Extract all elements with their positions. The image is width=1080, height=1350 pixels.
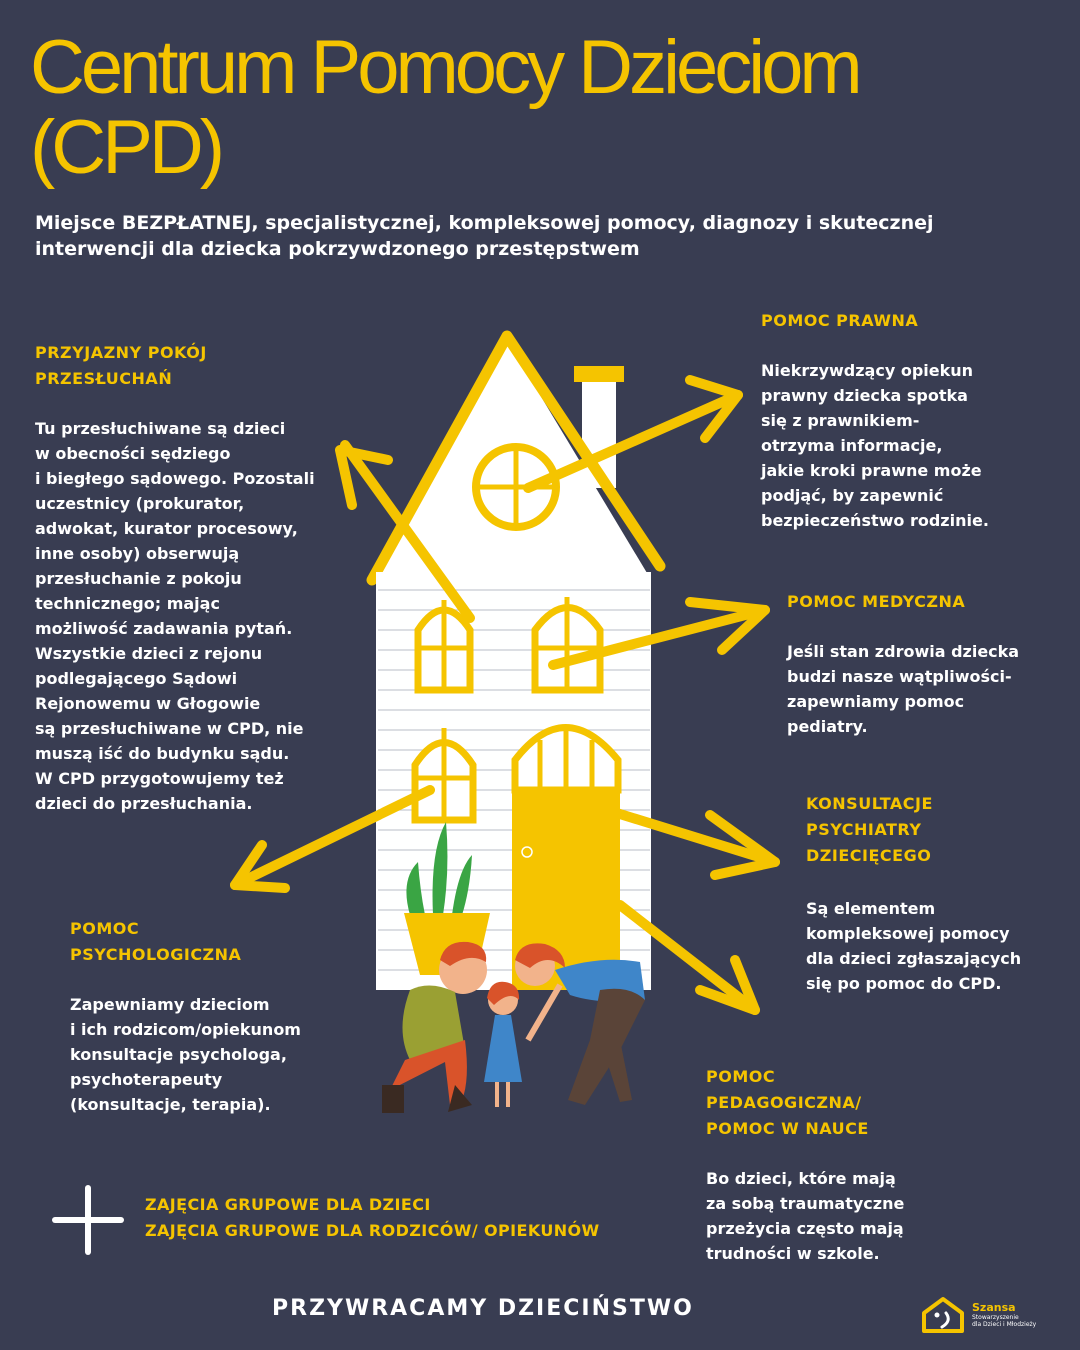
group-line-2: ZAJĘCIA GRUPOWE DLA RODZICÓW/ OPIEKUNÓW (145, 1221, 600, 1240)
logo-house-icon (922, 1297, 964, 1333)
body-psychologiczna: Zapewniamy dzieciom i ich rodzicom/opiek… (70, 995, 301, 1114)
child-figure (484, 981, 522, 1107)
attic-window-frame (476, 447, 556, 527)
mother-figure (515, 943, 645, 1105)
arrow-prawna (523, 390, 743, 493)
roof-outline (366, 330, 666, 586)
subtitle-line-1: Miejsce BEZPŁATNEJ, specjalistycznej, ko… (35, 212, 934, 234)
plus-icon-bar (52, 1217, 124, 1223)
arrow-medyczna (548, 605, 770, 670)
body-psychiatry: Są elementem kompleksowej pomocy dla dzi… (806, 899, 1022, 993)
body-pokoj: Tu przesłuchiwane są dzieci w obecności … (35, 419, 315, 813)
body-pedagogiczna: Bo dzieci, które mają za sobą traumatycz… (706, 1169, 905, 1263)
heading-prawna: POMOC PRAWNA (761, 311, 919, 330)
page-title: Centrum Pomocy Dzieciom (CPD) (30, 28, 1070, 188)
logo-sub-1: Stowarzyszenie (972, 1314, 1019, 1321)
chimney-cap (574, 366, 624, 382)
subtitle: Miejsce BEZPŁATNEJ, specjalistycznej, ko… (35, 210, 1045, 262)
father-figure (382, 941, 487, 1113)
group-activities: ZAJĘCIA GRUPOWE DLA DZIECI ZAJĘCIA GRUPO… (145, 1192, 600, 1244)
arrow-pokoj (340, 440, 475, 623)
arrow-pedagogiczna (615, 900, 760, 1015)
heading-medyczna: POMOC MEDYCZNA (787, 592, 966, 611)
body-prawna: Niekrzywdzący opiekun prawny dziecka spo… (761, 361, 989, 530)
heading-psychologiczna: POMOC PSYCHOLOGICZNA (70, 919, 242, 964)
plant-leaves (432, 822, 448, 915)
arrows (230, 375, 780, 1015)
szansa-logo: Szansa Stowarzyszenie dla Dzieci i Młodz… (920, 1295, 1050, 1335)
heading-psychiatry: KONSULTACJE PSYCHIATRY DZIECIĘCEGO (806, 794, 933, 865)
heading-pokoj: PRZYJAZNY POKÓJ PRZESŁUCHAŃ (35, 343, 207, 388)
body-medyczna: Jeśli stan zdrowia dziecka budzi nasze w… (787, 642, 1020, 736)
subtitle-line-2: interwencji dla dziecka pokrzywdzonego p… (35, 238, 640, 260)
logo-sub-2: dla Dzieci i Młodzieży (972, 1321, 1037, 1328)
arrow-psychiatry (560, 792, 780, 867)
footer-slogan: PRZYWRACAMY DZIECIŃSTWO (272, 1296, 694, 1321)
title-line-2: (CPD) (30, 105, 225, 190)
arrow-psychologiczna (230, 785, 435, 890)
door-knob (521, 846, 533, 858)
logo-name: Szansa (972, 1301, 1016, 1314)
title-line-1: Centrum Pomocy Dzieciom (30, 25, 863, 110)
heading-pedagogiczna: POMOC PEDAGOGICZNA/ POMOC W NAUCE (706, 1067, 869, 1138)
group-line-1: ZAJĘCIA GRUPOWE DLA DZIECI (145, 1195, 431, 1214)
